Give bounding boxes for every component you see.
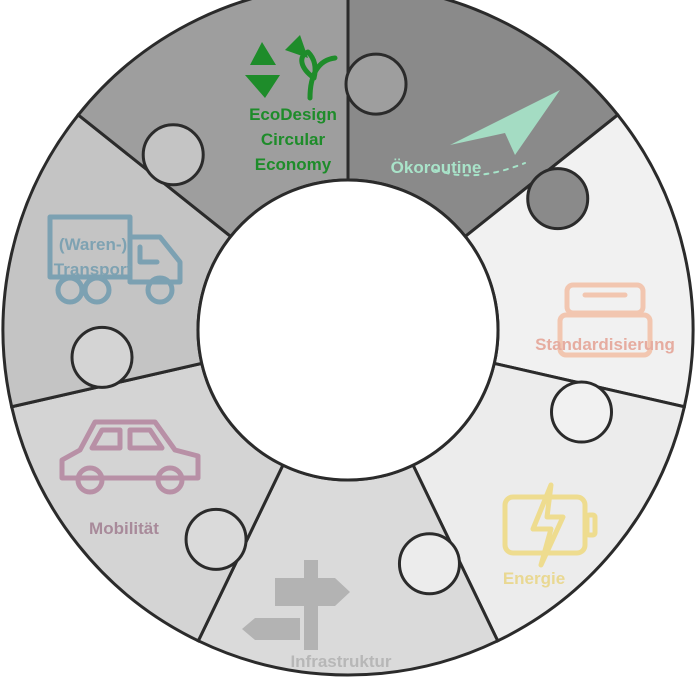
center-hole bbox=[196, 178, 500, 482]
segment-label-line: Transport bbox=[54, 260, 133, 279]
puzzle-knob bbox=[550, 380, 614, 444]
segment-label-transport: (Waren-) Transport bbox=[54, 235, 133, 279]
puzzle-knob bbox=[184, 507, 248, 571]
segment-label-line: EcoDesign bbox=[249, 105, 337, 124]
puzzle-knob bbox=[344, 52, 408, 116]
delivery-truck-icon bbox=[47, 214, 183, 305]
paper-plane-icon bbox=[434, 90, 560, 177]
puzzle-knob bbox=[526, 167, 590, 231]
segment-label-okoroutine: Ökoroutine bbox=[391, 158, 482, 177]
segment-label-infra: Infrastruktur bbox=[290, 652, 391, 671]
segment-label-energie: Energie bbox=[503, 569, 565, 588]
standards-stack-icon bbox=[557, 282, 653, 358]
segment-label-standard: Standardisierung bbox=[535, 335, 675, 354]
recycle-sprout-icon bbox=[245, 35, 338, 101]
segment-label-line: Economy bbox=[255, 155, 332, 174]
battery-charging-icon bbox=[502, 482, 598, 568]
puzzle-knob bbox=[70, 325, 134, 389]
puzzle-knob bbox=[141, 123, 205, 187]
segment-label-line: Infrastruktur bbox=[290, 652, 391, 671]
segment-label-line: Ökoroutine bbox=[391, 158, 482, 177]
segment-label-line: (Waren-) bbox=[59, 235, 127, 254]
puzzle-knob bbox=[397, 532, 461, 596]
car-icon bbox=[59, 419, 201, 495]
segment-label-line: Circular bbox=[261, 130, 326, 149]
segment-label-line: Mobilität bbox=[89, 519, 159, 538]
segment-label-mobil: Mobilität bbox=[89, 519, 159, 538]
signpost-icon bbox=[242, 560, 350, 650]
segment-label-line: Energie bbox=[503, 569, 565, 588]
segment-label-line: Standardisierung bbox=[535, 335, 675, 354]
